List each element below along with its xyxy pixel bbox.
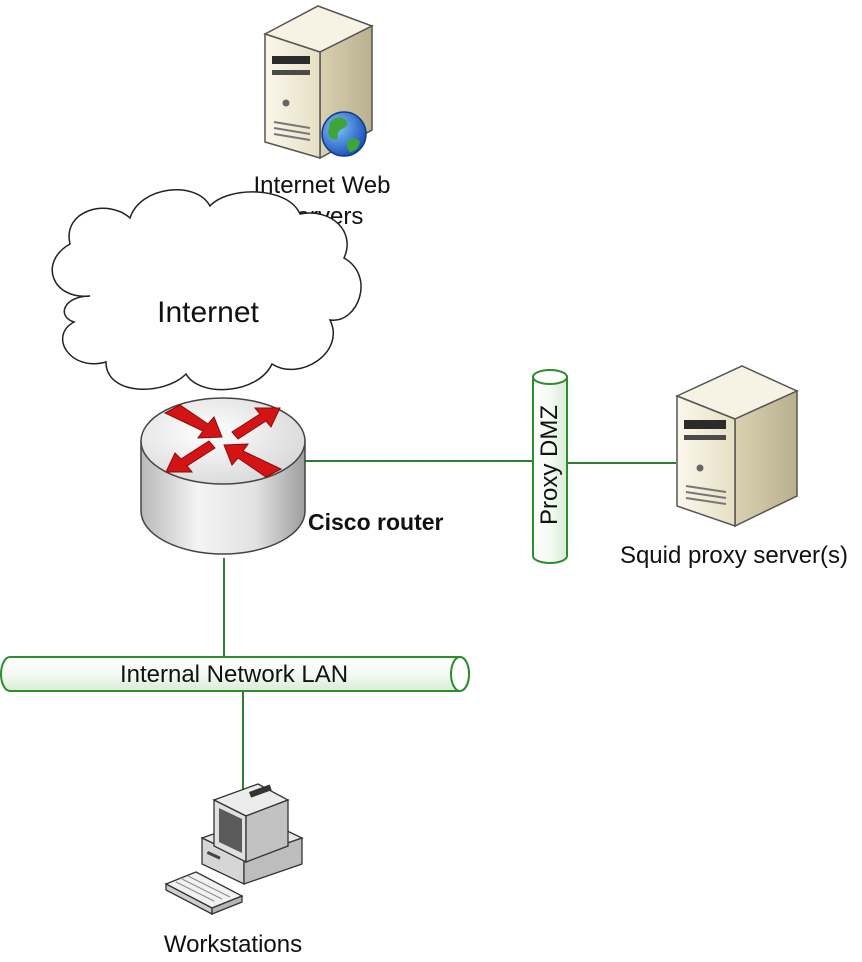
workstations-label: Workstations	[164, 931, 302, 958]
connection-lines	[223, 460, 676, 790]
lan-node: Internal Network LAN	[0, 656, 470, 692]
workstation-icon	[164, 783, 304, 916]
network-segment-pipe	[532, 369, 568, 564]
router-icon	[140, 397, 306, 555]
server-icon	[675, 365, 799, 528]
cloud-icon	[51, 189, 362, 391]
server-globe-icon	[263, 5, 374, 160]
squid-proxy-label: Squid proxy server(s)	[620, 542, 848, 569]
router-label: Cisco router	[308, 509, 444, 535]
web-server-node: Internet Web Servers	[254, 5, 391, 230]
internet-label: Internet	[157, 296, 259, 329]
squid-proxy-node: Squid proxy server(s)	[620, 365, 848, 569]
web-server-label-line1: Internet Web	[254, 172, 391, 199]
workstation-node: Workstations	[164, 783, 304, 958]
lan-label: Internal Network LAN	[120, 661, 348, 688]
network-segment-pipe	[0, 656, 470, 692]
router-arrows-icon	[163, 404, 283, 478]
internet-node: Internet	[51, 189, 362, 391]
proxy-dmz-node: Proxy DMZ	[532, 369, 568, 564]
router-node: Cisco router	[140, 397, 444, 555]
proxy-dmz-label: Proxy DMZ	[536, 405, 563, 525]
